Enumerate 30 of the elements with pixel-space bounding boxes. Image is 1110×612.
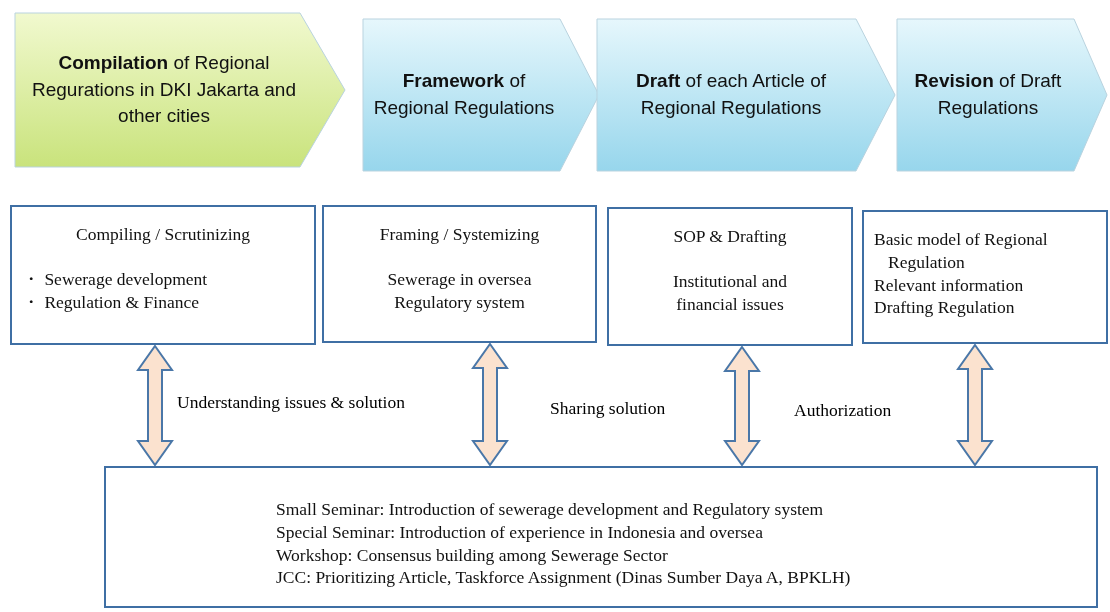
box-text: Workshop: Consensus building among Sewerage Sector (276, 543, 669, 567)
box-text: Drafting Regulation (874, 296, 1016, 319)
text-box (607, 207, 853, 346)
box-text: ・ Sewerage development (22, 267, 209, 291)
text-box (104, 466, 1098, 608)
double-arrow (136, 344, 174, 467)
process-step (596, 18, 896, 172)
box-text: Framing / Systemizing (378, 223, 541, 246)
process-step (896, 18, 1108, 172)
text-box (322, 205, 597, 343)
double-arrow (956, 343, 994, 467)
step-title: Framework of Regional Regulations (372, 69, 556, 120)
process-step (14, 12, 346, 168)
box-text: Special Seminar: Introduction of experience in Indonesia and oversea (276, 520, 764, 544)
double-arrow (471, 342, 509, 467)
box-text: Institutional and financial issues (671, 269, 789, 316)
box-text: ・ Regulation & Finance (22, 290, 200, 314)
double-arrow (723, 345, 761, 467)
step-title: Draft of each Article of Regional Regulations (634, 69, 828, 120)
box-text: JCC: Prioritizing Article, Taskforce Assignment (Dinas Sumber Daya A, BPKLH) (276, 566, 852, 589)
box-text: Sewerage in oversea Regulatory system (386, 267, 533, 314)
text-box (862, 210, 1108, 344)
box-text: Compiling / Scrutinizing (75, 223, 251, 246)
step-title: Revision of Draft Regulations (913, 69, 1063, 120)
step-title: Compilation of Regional Regurations in DKI Jakarta and other cities (30, 51, 297, 129)
box-text: Basic model of Regional Regulation (874, 228, 1049, 274)
box-text: Small Seminar: Introduction of sewerage development and Regulatory system (276, 498, 825, 521)
box-text: Relevant information (874, 273, 1025, 297)
text-box (10, 205, 316, 345)
box-text: SOP & Drafting (672, 225, 788, 248)
